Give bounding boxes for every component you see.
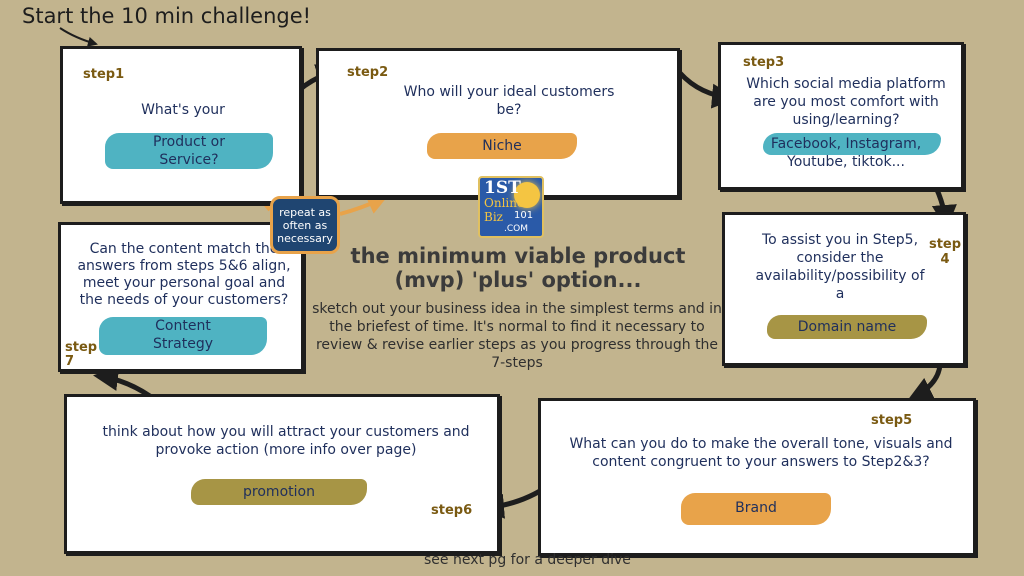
repeat-badge: repeat as often as necessary	[270, 196, 340, 254]
step1-card: step1 What's your Product or Service?	[60, 46, 302, 204]
page-title: Start the 10 min challenge!	[22, 4, 312, 28]
step4-card: step 4 To assist you in Step5, consider …	[722, 212, 966, 366]
title-arrow	[59, 27, 98, 47]
step2-brush	[427, 133, 577, 159]
center-title: the minimum viable product (mvp) 'plus' …	[350, 244, 686, 292]
step5-brush	[681, 493, 831, 525]
step6-card: think about how you will attract your cu…	[64, 394, 500, 554]
step6-label: step6	[431, 503, 473, 518]
logo-line1: 1ST	[484, 178, 521, 198]
step4-answer: Domain name	[797, 319, 897, 335]
step4-question: To assist you in Step5, consider the ava…	[755, 232, 925, 302]
step6-answer: promotion	[243, 484, 315, 500]
step7-brush	[99, 317, 267, 355]
step2-question: Who will your ideal customers be?	[403, 84, 615, 118]
step2-label: step2	[347, 65, 389, 80]
step3-answer: Facebook, Instagram, Youtube, tiktok...	[770, 136, 922, 170]
center-body: sketch out your business idea in the sim…	[312, 301, 722, 371]
step3-question: Which social media platform are you most…	[746, 76, 946, 128]
step3-label: step3	[743, 55, 785, 70]
logo-line3: Biz	[484, 210, 503, 224]
step5-answer: Brand	[735, 500, 777, 516]
step4-brush	[767, 315, 927, 339]
step4-label: step 4	[928, 237, 962, 267]
step1-question: What's your	[141, 102, 225, 118]
logo-line5: .COM	[504, 224, 528, 234]
logo-line4: 101	[514, 210, 534, 221]
step1-brush	[105, 133, 273, 169]
step2-card: step2 Who will your ideal customers be? …	[316, 48, 680, 198]
logo-sun-icon	[514, 182, 540, 208]
repeat-arrow-right	[339, 195, 388, 216]
repeat-badge-text: repeat as often as necessary	[277, 205, 333, 245]
step1-answer: Product or Service?	[153, 134, 225, 168]
step5-card: step5 What can you do to make the overal…	[538, 398, 976, 556]
step5-question: What can you do to make the overall tone…	[569, 436, 953, 470]
step6-question: think about how you will attract your cu…	[102, 424, 470, 458]
step7-card: Can the content match the answers from s…	[58, 222, 304, 372]
logo-line2: Online	[484, 196, 525, 210]
step3-brush	[763, 133, 941, 155]
step7-question: Can the content match the answers from s…	[77, 241, 291, 308]
step5-label: step5	[871, 413, 913, 428]
step6-brush	[191, 479, 367, 505]
step7-answer: Content Strategy	[153, 318, 213, 352]
arrow-step4-step5	[907, 364, 943, 401]
logo: 1ST Online Biz 101 .COM	[478, 176, 544, 238]
step7-label: step 7	[65, 340, 98, 369]
step2-answer: Niche	[482, 138, 522, 154]
footer-note: see next pg for a deeper dive	[424, 552, 631, 568]
step3-card: step3 Which social media platform are yo…	[718, 42, 964, 190]
step1-label: step1	[83, 67, 125, 82]
